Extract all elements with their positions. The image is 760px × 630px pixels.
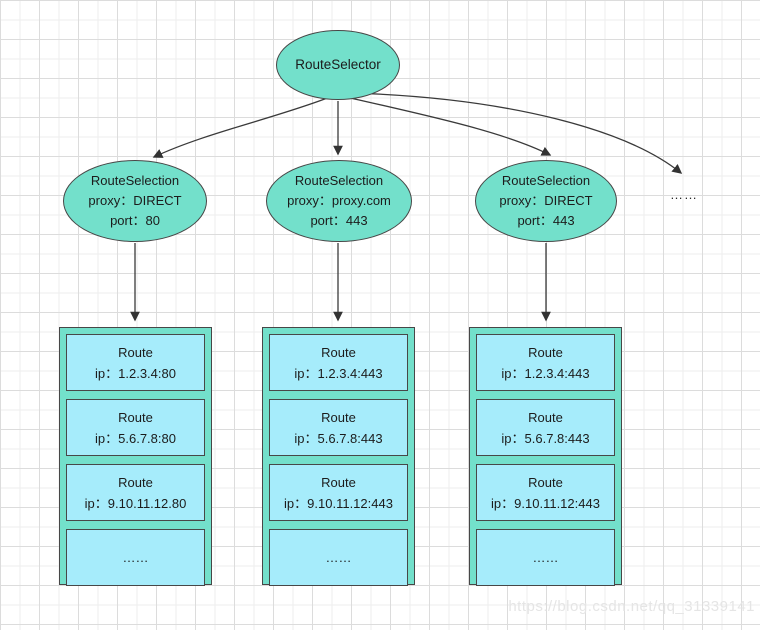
route-title: Route <box>528 344 563 360</box>
node-route-selection-3-port: port：443 <box>517 213 575 228</box>
route-ip: ip：1.2.3.4:443 <box>294 365 383 381</box>
route-item: Route ip：9.10.11.12:443 <box>476 464 615 521</box>
route-ip: ip：9.10.11.12.80 <box>84 495 187 511</box>
route-item: Route ip：1.2.3.4:443 <box>269 334 408 391</box>
node-route-selection-2: RouteSelection proxy：proxy.com port：443 <box>266 160 412 242</box>
route-title: Route <box>321 344 356 360</box>
route-item-more: …… <box>269 529 408 586</box>
route-item: Route ip：1.2.3.4:80 <box>66 334 205 391</box>
route-title: Route <box>118 409 153 425</box>
route-list-2: Route ip：1.2.3.4:443 Route ip：5.6.7.8:44… <box>262 327 415 586</box>
route-ip: ip：5.6.7.8:443 <box>501 430 590 446</box>
route-title: Route <box>321 409 356 425</box>
node-route-selection-2-proxy: proxy：proxy.com <box>287 193 391 208</box>
route-title: Route <box>118 344 153 360</box>
route-item-more: …… <box>66 529 205 586</box>
route-title: Route <box>118 474 153 490</box>
route-title: Route <box>321 474 356 490</box>
node-route-selection-3: RouteSelection proxy：DIRECT port：443 <box>475 160 617 242</box>
route-ip: ip：5.6.7.8:80 <box>95 430 176 446</box>
node-route-selection-3-title: RouteSelection <box>501 173 591 188</box>
watermark-url: https://blog.csdn.net/qq_31339141 <box>508 598 755 615</box>
node-route-selection-2-title: RouteSelection <box>294 173 384 188</box>
node-route-selector: RouteSelector <box>276 30 400 100</box>
node-route-selection-3-proxy: proxy：DIRECT <box>499 193 593 208</box>
node-route-selection-1-proxy: proxy：DIRECT <box>88 193 182 208</box>
route-title: Route <box>528 474 563 490</box>
route-more-ellipsis: …… <box>122 550 149 565</box>
node-route-selection-1-title: RouteSelection <box>90 173 180 188</box>
route-item: Route ip：5.6.7.8:80 <box>66 399 205 456</box>
route-item: Route ip：9.10.11.12.80 <box>66 464 205 521</box>
node-route-selection-1: RouteSelection proxy：DIRECT port：80 <box>63 160 207 242</box>
more-nodes-ellipsis: …… <box>670 187 698 202</box>
route-ip: ip：1.2.3.4:443 <box>501 365 590 381</box>
route-item: Route ip：5.6.7.8:443 <box>269 399 408 456</box>
route-ip: ip：1.2.3.4:80 <box>95 365 176 381</box>
route-more-ellipsis: …… <box>325 550 352 565</box>
route-ip: ip：9.10.11.12:443 <box>284 495 393 511</box>
route-list-3: Route ip：1.2.3.4:443 Route ip：5.6.7.8:44… <box>469 327 622 586</box>
route-item: Route ip：5.6.7.8:443 <box>476 399 615 456</box>
node-route-selection-1-port: port：80 <box>110 213 160 228</box>
route-ip: ip：5.6.7.8:443 <box>294 430 383 446</box>
route-ip: ip：9.10.11.12:443 <box>491 495 600 511</box>
route-item: Route ip：9.10.11.12:443 <box>269 464 408 521</box>
route-more-ellipsis: …… <box>532 550 559 565</box>
route-title: Route <box>528 409 563 425</box>
route-list-1: Route ip：1.2.3.4:80 Route ip：5.6.7.8:80 … <box>59 327 212 586</box>
node-route-selector-label: RouteSelector <box>295 57 381 72</box>
route-item-more: …… <box>476 529 615 586</box>
route-item: Route ip：1.2.3.4:443 <box>476 334 615 391</box>
node-route-selection-2-port: port：443 <box>310 213 368 228</box>
